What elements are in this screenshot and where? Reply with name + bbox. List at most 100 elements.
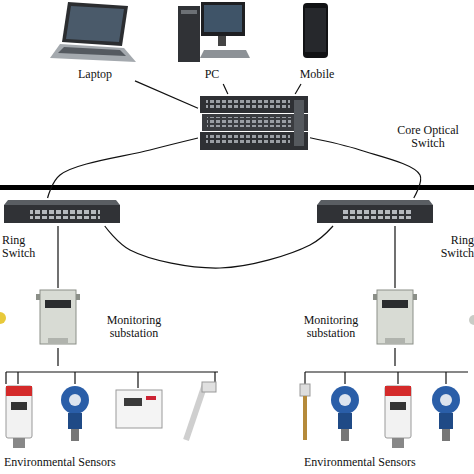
- mobile-body: [303, 3, 328, 58]
- substation-illustration: [373, 290, 417, 344]
- sensor-bus: [6, 372, 218, 388]
- substation-glands: [385, 338, 405, 344]
- laptop-screen: [62, 2, 128, 46]
- sensor-bus: [305, 372, 468, 384]
- pc-keyboard: [200, 50, 250, 58]
- switch-ports: [206, 99, 290, 109]
- methane-body: [68, 413, 82, 429]
- pc-illustration: [178, 2, 250, 62]
- mobile-illustration: [303, 3, 328, 58]
- sensor-group-node: Environmental Sensors: [290, 366, 474, 474]
- node-label: Environmental Sensors: [304, 456, 464, 469]
- ring-switch-node: Ring Switch: [4, 198, 121, 226]
- node-label: Monitoring substation: [291, 314, 371, 340]
- gas-detector-cap: [385, 386, 411, 396]
- core-switch-node: Core Optical Switch: [198, 94, 310, 152]
- ring-switch-node: Ring Switch: [317, 198, 434, 226]
- network-link: [57, 226, 58, 288]
- sensor-illustration: [6, 386, 32, 448]
- laptop-node: Laptop: [55, 0, 135, 84]
- network-link: [295, 84, 301, 94]
- pc-node: PC: [172, 0, 252, 84]
- methane-window: [339, 394, 351, 406]
- node-label: Monitoring substation: [94, 314, 174, 340]
- gas-detector: [385, 386, 411, 438]
- pc-tower: [178, 6, 200, 62]
- laptop-illustration: [50, 2, 136, 62]
- bus-line: [6, 371, 218, 372]
- gas-detector: [6, 386, 32, 438]
- sensor-illustration: [385, 386, 411, 448]
- substation-illustration: [36, 290, 80, 344]
- pc-monitor: [201, 2, 245, 36]
- substation-box: [377, 290, 413, 344]
- sensor-illustration: [186, 382, 216, 440]
- partial-sensor: [0, 312, 6, 324]
- bus-drop: [137, 372, 138, 388]
- methane-probe: [341, 429, 349, 441]
- node-label: Ring Switch: [2, 234, 47, 260]
- bus-drop: [17, 372, 18, 384]
- sensor-illustration: [432, 386, 460, 441]
- methane-detector: [432, 386, 460, 414]
- gas-detector-base: [13, 438, 25, 448]
- switch-body: [317, 205, 433, 223]
- gas-detector-display: [11, 402, 27, 410]
- laptop-display: [66, 6, 124, 42]
- network-link: [223, 84, 228, 94]
- probe-head: [300, 384, 310, 396]
- sensor-illustration: [116, 390, 162, 428]
- pc-stand: [218, 36, 226, 46]
- network-link: [48, 138, 198, 198]
- laptop-keys: [58, 47, 126, 56]
- substation-bracket: [413, 294, 417, 300]
- network-link: [105, 226, 333, 268]
- bus-drop: [445, 372, 446, 384]
- gas-detector-base: [392, 438, 404, 448]
- sensor-illustration: [300, 384, 310, 440]
- bus-drop: [74, 372, 75, 384]
- mobile-screen: [305, 8, 326, 52]
- methane-probe: [71, 429, 79, 441]
- switch-top: [4, 200, 120, 205]
- gas-detector-cap: [6, 386, 32, 396]
- laptop-keyboard: [50, 44, 136, 62]
- switch-ports: [207, 117, 291, 127]
- substation-node: Monitoring substation: [38, 288, 78, 348]
- switch-layer: [200, 96, 308, 113]
- methane-window: [69, 394, 81, 406]
- methane-detector: [331, 386, 359, 414]
- partial-sensor: [469, 315, 474, 325]
- sensor-box: [116, 390, 162, 428]
- gas-detector-display: [390, 402, 406, 410]
- switch-ports: [343, 209, 413, 219]
- sensor-box-display: [124, 398, 142, 406]
- switch-module: [294, 100, 304, 146]
- network-link: [57, 348, 58, 366]
- node-label: Core Optical Switch: [384, 124, 472, 150]
- node-label: Ring Switch: [435, 234, 474, 260]
- substation-node: Monitoring substation: [375, 288, 415, 348]
- sensor-illustration: [331, 386, 359, 441]
- pc-display: [204, 5, 242, 32]
- methane-window: [440, 394, 452, 406]
- substation-bracket: [36, 294, 40, 300]
- sensor-box-lamp: [146, 396, 156, 400]
- core-switch-illustration: [200, 96, 308, 150]
- mobile-node: Mobile: [288, 0, 346, 84]
- probe-head: [202, 382, 216, 392]
- bus-drop: [344, 372, 345, 384]
- node-label: Environmental Sensors: [4, 456, 164, 469]
- network-link: [394, 348, 395, 366]
- sensor-illustration: [61, 386, 89, 441]
- switch-layer: [200, 132, 308, 150]
- methane-probe: [442, 429, 450, 441]
- pc-drive: [181, 10, 197, 14]
- methane-body: [338, 413, 352, 429]
- bus-drop: [5, 372, 6, 384]
- node-label: Mobile: [282, 68, 352, 81]
